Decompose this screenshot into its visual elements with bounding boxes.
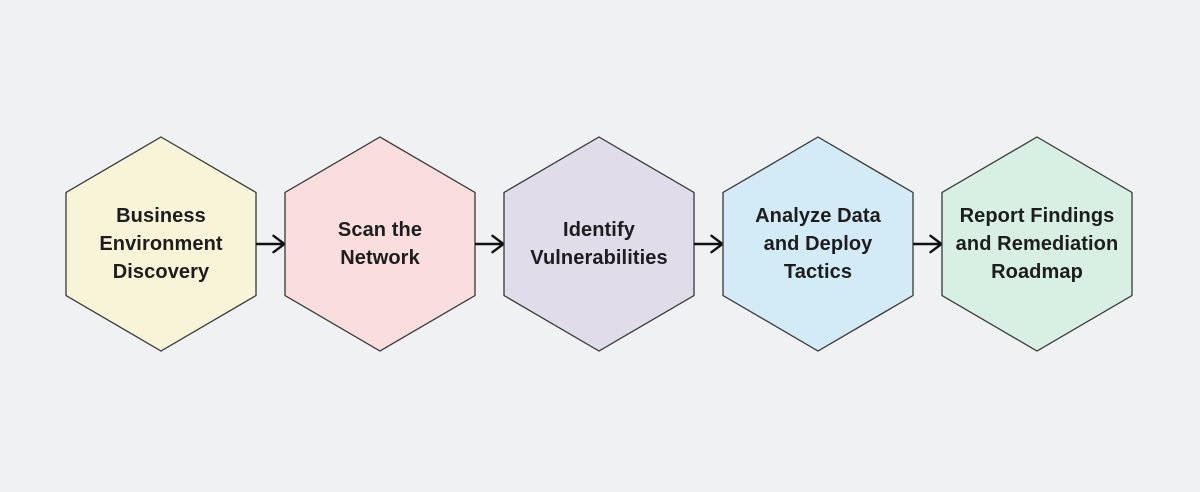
flow-step-analyze-data-and-deploy-tactics: Analyze Data and Deploy Tactics bbox=[722, 136, 914, 352]
flow-step-label: Identify Vulnerabilities bbox=[530, 219, 668, 269]
flow-step-label: Scan the Network bbox=[337, 219, 423, 269]
connector-arrow-icon bbox=[913, 234, 943, 254]
connector-arrow-icon bbox=[694, 234, 724, 254]
hexagon-shape bbox=[284, 136, 476, 352]
flow-step-scan-the-network: Scan the Network bbox=[284, 136, 476, 352]
hexagon-polygon bbox=[941, 136, 1133, 352]
flow-step-report-findings-and-remediation-roadmap: Report Findings and Remediation Roadmap bbox=[941, 136, 1133, 352]
arrow-path bbox=[475, 234, 505, 254]
hexagon-polygon bbox=[503, 136, 695, 352]
hexagon-shape bbox=[722, 136, 914, 352]
flow-step-label: Analyze Data and Deploy Tactics bbox=[755, 205, 881, 283]
arrow-path bbox=[694, 234, 724, 254]
flow-step-identify-vulnerabilities: Identify Vulnerabilities bbox=[503, 136, 695, 352]
arrow-path bbox=[913, 234, 943, 254]
hexagon-polygon bbox=[284, 136, 476, 352]
connector-arrow-icon bbox=[475, 234, 505, 254]
flow-step-business-environment-discovery: Business Environment Discovery bbox=[65, 136, 257, 352]
hexagon-polygon bbox=[722, 136, 914, 352]
hexagon-shape bbox=[65, 136, 257, 352]
flow-step-label: Report Findings and Remediation Roadmap bbox=[955, 205, 1119, 283]
arrow-path bbox=[256, 234, 286, 254]
flow-step-label: Business Environment Discovery bbox=[99, 205, 223, 283]
hexagon-polygon bbox=[65, 136, 257, 352]
hexagon-shape bbox=[503, 136, 695, 352]
hexagon-shape bbox=[941, 136, 1133, 352]
connector-arrow-icon bbox=[256, 234, 286, 254]
